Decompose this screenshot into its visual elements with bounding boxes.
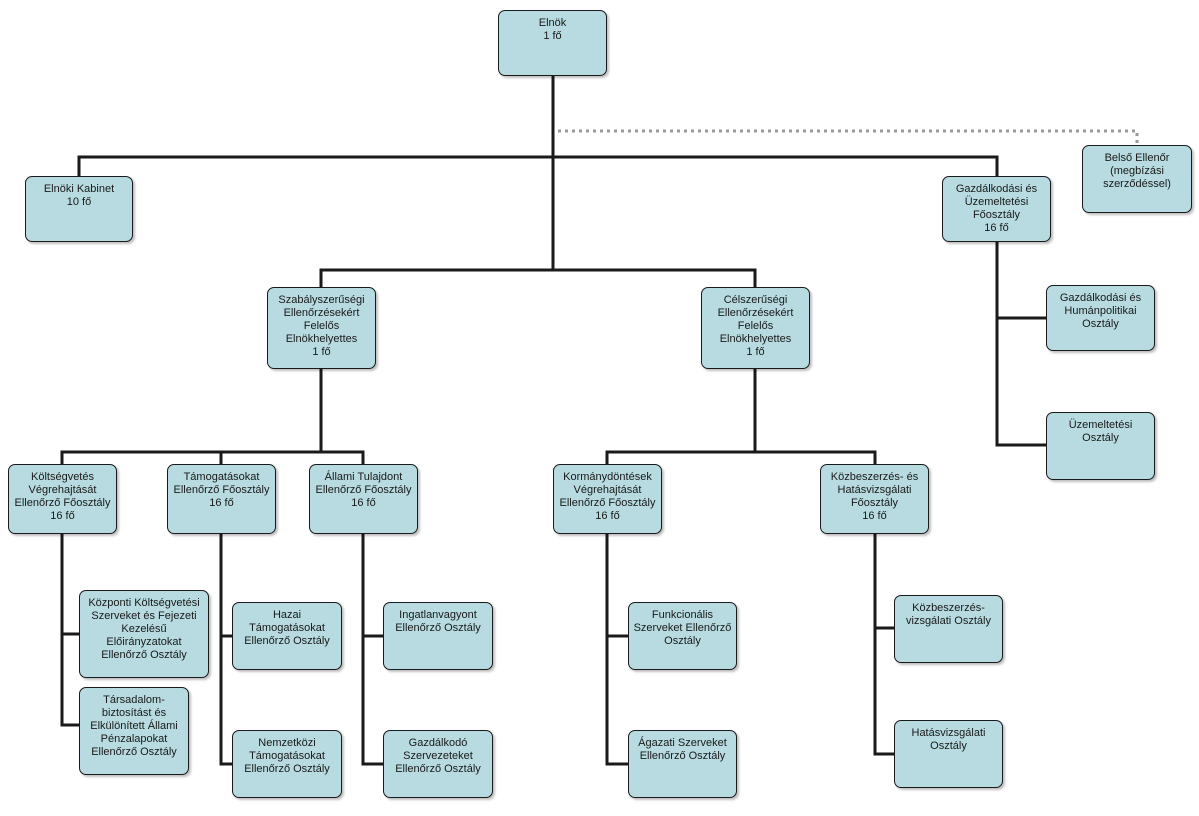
node-kormanydontesek-fooszt: Kormánydöntések Végrehajtását Ellenőrző … [553,464,662,534]
connector-kormany-trunk [605,532,631,766]
node-gazdalkodasi-fooszt: Gazdálkodási és Üzemeltetési Főosztály 1… [942,176,1051,242]
node-nemzetkozi-tamogatasokat-osztaly: Nemzetközi Támogatásokat Ellenőrző Osztá… [232,730,342,798]
node-koltsegvetes-fooszt: Költségvetés Végrehajtását Ellenőrző Főo… [8,464,117,534]
connector-koltseg-trunk [60,532,82,727]
node-kozponti-koltsegvetesi-osztaly: Központi Költségvetési Szerveket és Feje… [79,590,209,678]
node-uzemeltetesi-osztaly: Üzemeltetési Osztály [1046,412,1155,480]
node-gazd-human-osztaly: Gazdálkodási és Humánpolitikai Osztály [1046,285,1155,351]
connector-tamog-trunk [219,532,235,766]
node-hatasvizsgalati-osztaly: Hatásvizsgálati Osztály [894,720,1003,788]
node-kozbeszerzes-fooszt: Közbeszerzés- és Hatásvizsgálati Főosztá… [820,464,929,534]
node-funkcionalis-szerveket-osztaly: Funkcionális Szerveket Ellenőrző Osztály [628,602,737,670]
node-gazdalkodo-szervezeteket-osztaly: Gazdálkodó Szervezeteket Ellenőrző Osztá… [383,730,493,798]
node-elnoki-kabinet: Elnöki Kabinet 10 fő [25,176,133,242]
node-ingatlanvagyont-osztaly: Ingatlanvagyont Ellenőrző Osztály [383,602,493,670]
node-szabalyszerusegi-elnokhelyettes: Szabályszerűségi Ellenőrzésekért Felelős… [267,287,376,369]
node-agazati-szerveket-osztaly: Ágazati Szerveket Ellenőrző Osztály [628,730,737,798]
connector-dotted-belso-ellenor [558,129,1139,145]
node-belso-ellenor: Belső Ellenőr (megbízási szerződéssel) [1082,145,1192,213]
node-tarsadalombiztositast-osztaly: Társadalom- biztosítást és Elkülönített … [79,687,189,775]
node-elnok: Elnök 1 fő [498,10,607,76]
connector-kozbesz-trunk [873,532,897,756]
connector-allami-trunk [361,532,386,766]
node-hazai-tamogatasokat-osztaly: Hazai Támogatásokat Ellenőrző Osztály [232,602,342,670]
node-kozbeszerzes-vizsgalati-osztaly: Közbeszerzés- vizsgálati Osztály [894,595,1003,663]
node-allami-tulajdont-fooszt: Állami Tulajdont Ellenőrző Főosztály 16 … [309,464,418,534]
node-tamogatasokat-fooszt: Támogatásokat Ellenőrző Főosztály 16 fő [167,464,276,534]
node-celszerusegi-elnokhelyettes: Célszerűségi Ellenőrzésekért Felelős Eln… [701,287,810,369]
